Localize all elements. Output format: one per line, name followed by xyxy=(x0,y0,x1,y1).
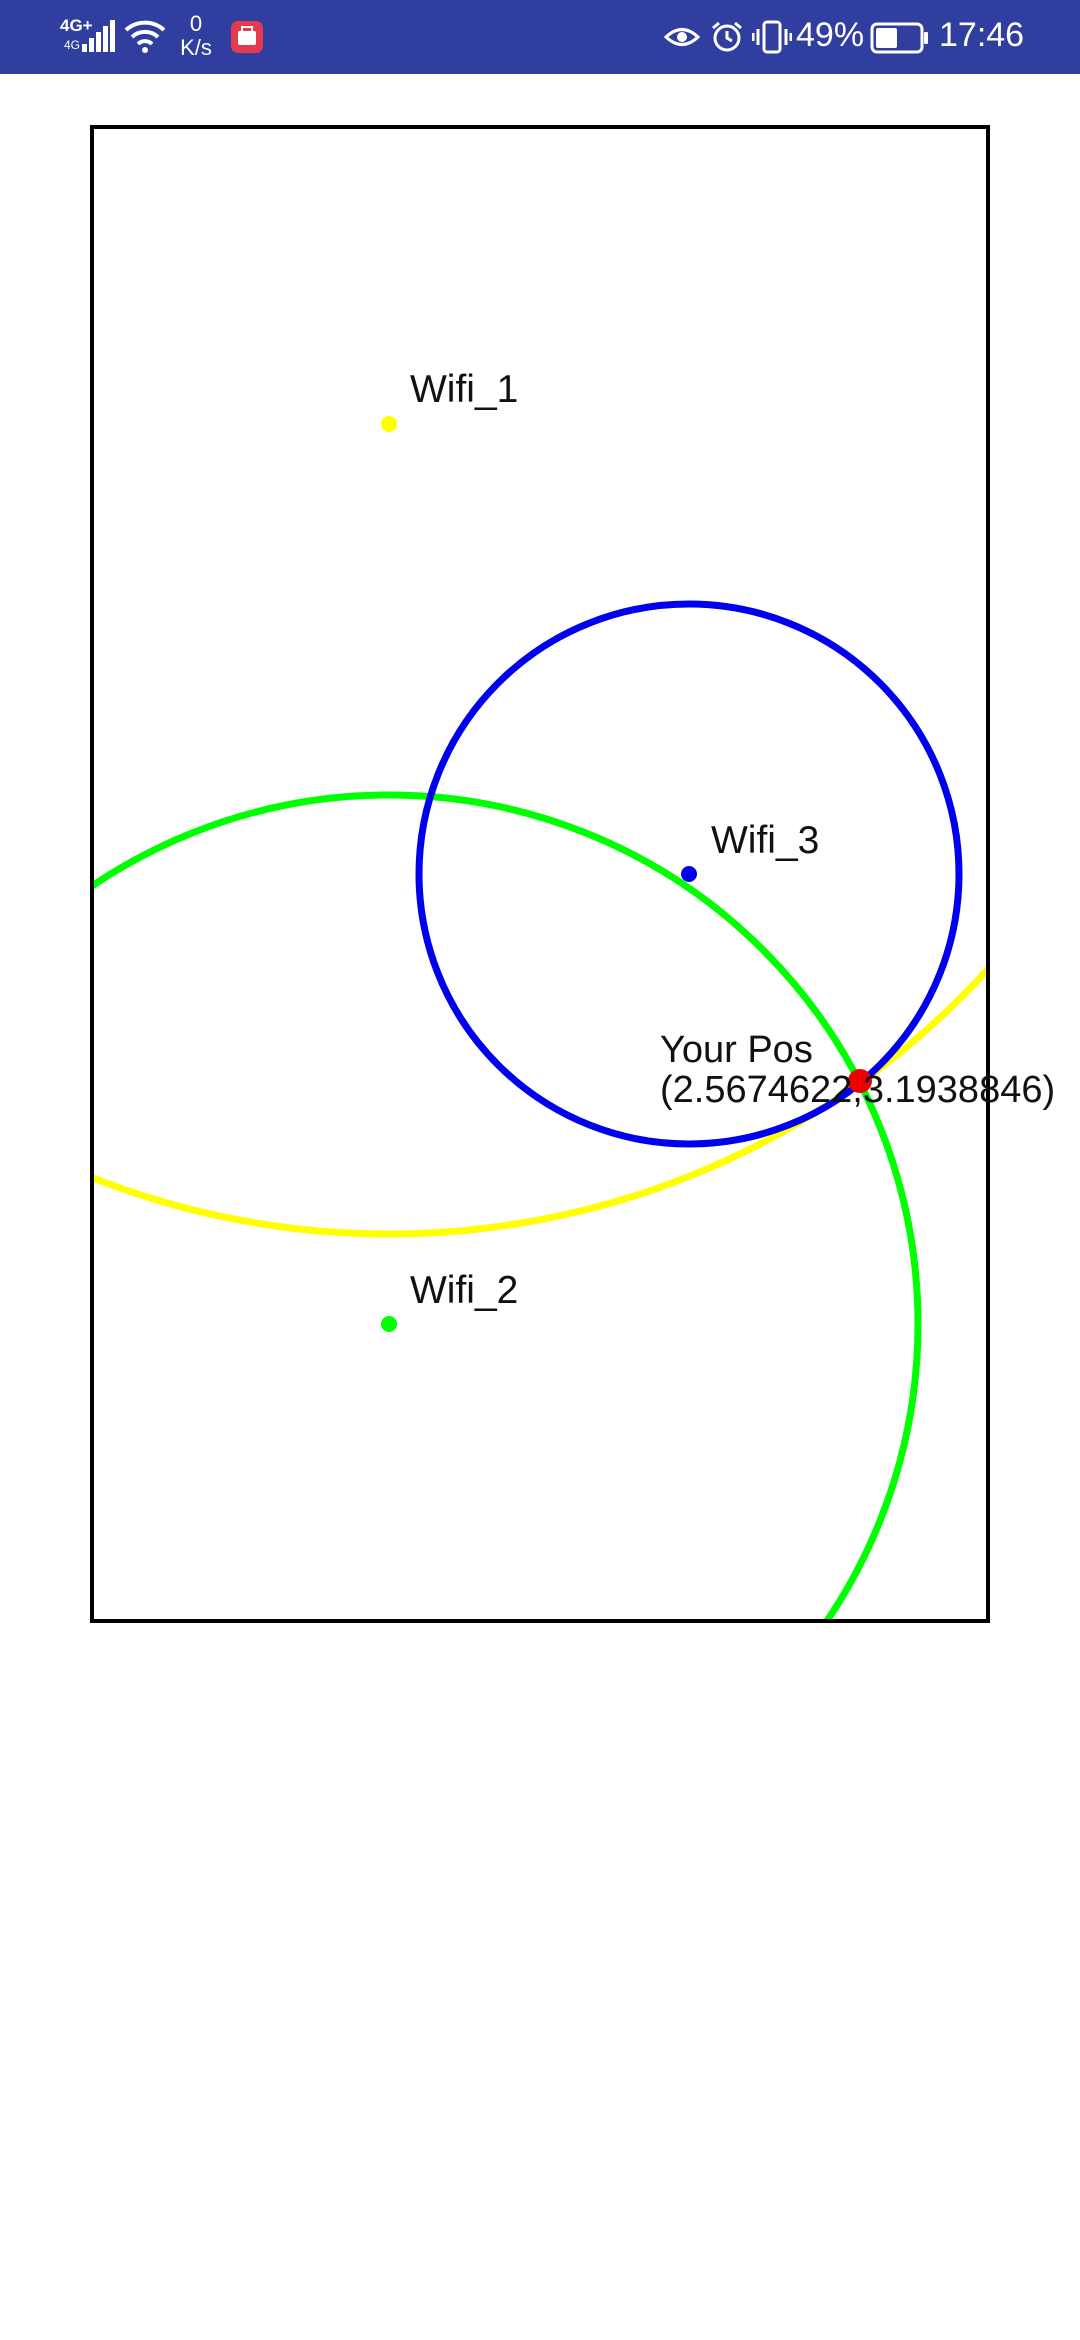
position-marker xyxy=(848,1069,872,1093)
wifi-2-range-circle xyxy=(92,791,922,1621)
wifi-3-dot xyxy=(681,866,697,882)
vibrate-icon xyxy=(752,20,792,54)
alarm-icon xyxy=(712,21,742,52)
network-speed-unit: K/s xyxy=(180,35,212,60)
wifi-icon xyxy=(124,20,166,53)
battery-percent: 49% xyxy=(796,16,865,54)
status-bar: 4G+ 4G 0 K/s 49% 17:46 xyxy=(0,0,1080,74)
wifi-1-range-circle xyxy=(92,963,988,1238)
network-sub-label: 4G xyxy=(64,38,81,52)
map-border xyxy=(90,125,990,1623)
wifi-2-label: Wifi_2 xyxy=(410,1269,518,1312)
wifi-1-label: Wifi_1 xyxy=(410,368,518,411)
clock: 17:46 xyxy=(939,16,1025,54)
network-speed-value: 0 xyxy=(189,11,203,36)
wifi-1-dot xyxy=(381,416,397,432)
wifi-2-dot xyxy=(381,1316,397,1332)
signal-icon xyxy=(82,20,115,52)
position-title: Your Pos xyxy=(660,1029,813,1071)
battery-icon xyxy=(870,22,928,54)
wifi-3-range-circle xyxy=(415,600,963,1148)
eye-comfort-icon xyxy=(664,28,700,46)
network-type-label: 4G+ xyxy=(60,16,93,35)
app-notification-icon xyxy=(231,21,263,53)
wifi-3-label: Wifi_3 xyxy=(711,819,819,862)
network-speed: 0 K/s xyxy=(178,12,214,60)
position-coords: (2.5674622,3.1938846) xyxy=(660,1069,1055,1111)
